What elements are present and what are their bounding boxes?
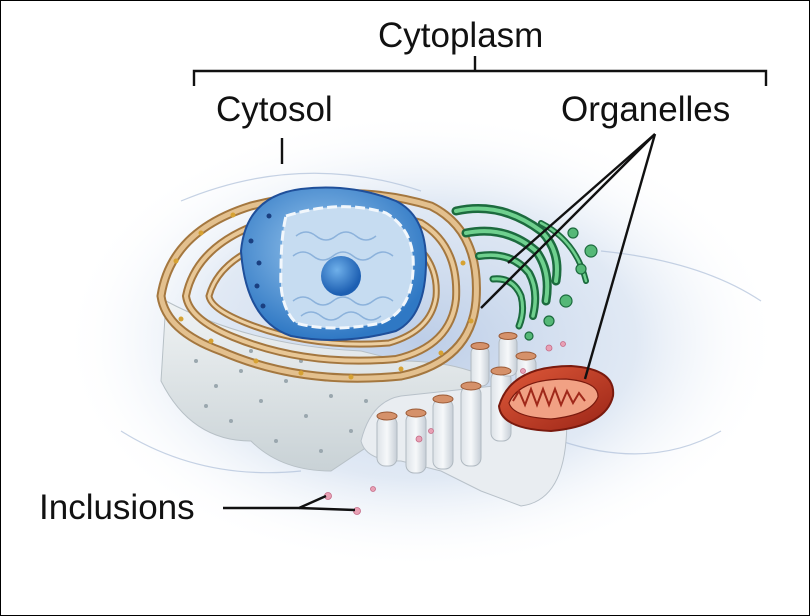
cytoplasm-bracket (192, 69, 768, 86)
nucleus (239, 186, 428, 341)
cytosol-label: Cytosol (216, 90, 333, 129)
organelles-label: Organelles (561, 90, 731, 129)
inclusions-leader-branch (298, 506, 356, 512)
plasma-swirls (120, 172, 762, 474)
inclusion-granules (324, 341, 566, 515)
cytoplasm-label: Cytoplasm (378, 16, 544, 55)
organelles-leader-er (480, 133, 656, 309)
organelles-leader-mito (583, 133, 657, 380)
inclusions-label: Inclusions (39, 488, 195, 527)
er-ribosomes (173, 212, 474, 380)
background-glow (61, 111, 781, 571)
ribosome-dots (194, 349, 368, 453)
nucleolus (321, 256, 361, 296)
golgi-vesicles (524, 227, 598, 341)
leader-lines (192, 56, 768, 512)
mitochondrion (497, 364, 615, 433)
golgi-apparatus (451, 204, 589, 330)
organelles-leader-golgi (507, 133, 656, 264)
